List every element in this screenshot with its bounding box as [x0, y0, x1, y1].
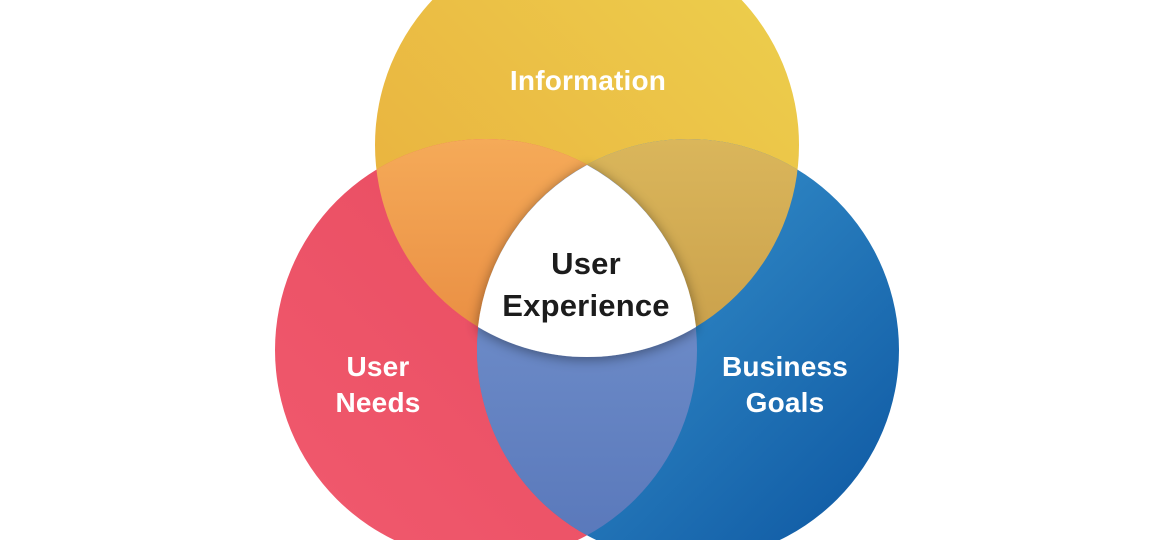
user-needs-label-line2: Needs: [335, 387, 421, 418]
information-label-line1: Information: [509, 65, 667, 96]
center-label-line1: User: [551, 246, 621, 281]
information-label: Information: [510, 63, 666, 99]
center-intersection: [478, 165, 696, 358]
business-goals-label-line1: Business: [721, 351, 849, 382]
user-needs-label: User Needs: [335, 349, 420, 421]
business-goals-label: Business Goals: [722, 349, 848, 421]
business-goals-label-line2: Goals: [745, 387, 825, 418]
center-label-line2: Experience: [502, 288, 670, 323]
user-needs-label-line1: User: [346, 351, 410, 382]
center-label: User Experience: [502, 243, 669, 327]
